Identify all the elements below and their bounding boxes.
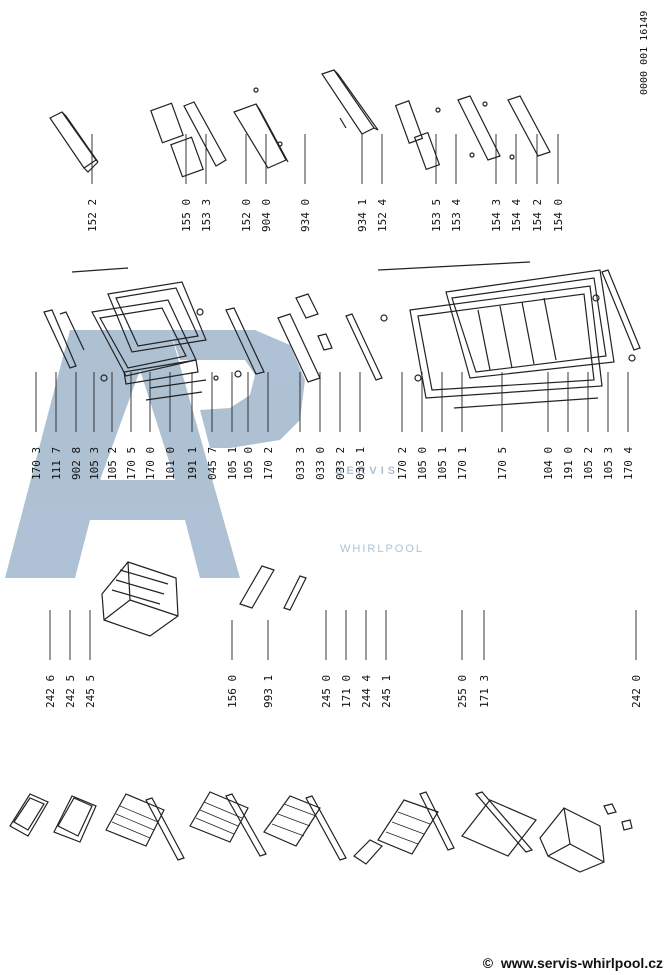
part-number-label: 154 4 — [510, 199, 523, 232]
part-number-label: 156 0 — [226, 675, 239, 708]
part-number-label: 934 0 — [299, 199, 312, 232]
part-number-label: 171 3 — [478, 675, 491, 708]
part-number-label: 242 6 — [44, 675, 57, 708]
part-number-label: 033 3 — [294, 447, 307, 480]
part-number-labels: 152 2 155 0 153 3 152 0 904 0 934 0 934 1 152 4… — [30, 199, 643, 708]
part-number-label: 153 3 — [200, 199, 213, 232]
part-number-label: 153 5 — [430, 199, 443, 232]
part-number-label: 191 1 — [186, 447, 199, 480]
part-number-label: 111 7 — [50, 447, 63, 480]
part-number-label: 033 1 — [354, 447, 367, 480]
part-number-label: 105 3 — [88, 447, 101, 480]
watermark-logo — [5, 330, 305, 578]
part-number-label: 155 0 — [180, 199, 193, 232]
part-number-label: 152 4 — [376, 199, 389, 232]
part-number-label: 191 0 — [562, 447, 575, 480]
part-number-label: 170 4 — [622, 447, 635, 480]
part-number-label: 105 2 — [582, 447, 595, 480]
part-number-label: 993 1 — [262, 675, 275, 708]
part-number-label: 101 0 — [164, 447, 177, 480]
part-number-label: 105 0 — [416, 447, 429, 480]
part-number-label: 152 2 — [86, 199, 99, 232]
part-number-label: 244 4 — [360, 675, 373, 708]
document-code: 0000 001 16149 — [639, 11, 650, 95]
part-number-label: 245 1 — [380, 675, 393, 708]
part-number-label: 170 0 — [144, 447, 157, 480]
part-number-label: 105 1 — [436, 447, 449, 480]
part-number-label: 245 0 — [320, 675, 333, 708]
part-drawings-freezer-door — [43, 267, 265, 401]
part-number-label: 902 8 — [70, 447, 83, 480]
part-number-label: 154 2 — [531, 199, 544, 232]
part-drawings-fridge-door — [277, 261, 641, 409]
part-number-label: 104 0 — [542, 447, 555, 480]
part-number-label: 170 3 — [30, 447, 43, 480]
part-number-label: 154 0 — [552, 199, 565, 232]
part-number-label: 170 2 — [262, 447, 275, 480]
copyright-mark: © — [482, 955, 494, 971]
part-number-label: 045 7 — [206, 447, 219, 480]
part-number-label: 033 2 — [334, 447, 347, 480]
watermark: SERVIS WHIRLPOOL — [5, 330, 424, 578]
part-number-label: 255 0 — [456, 675, 469, 708]
part-number-label: 105 2 — [106, 447, 119, 480]
part-number-label: 105 1 — [226, 447, 239, 480]
part-number-label: 171 0 — [340, 675, 353, 708]
part-number-label: 152 0 — [240, 199, 253, 232]
watermark-line2: WHIRLPOOL — [340, 543, 424, 555]
part-number-label: 904 0 — [260, 199, 273, 232]
footer-url[interactable]: www.servis-whirlpool.cz — [500, 955, 663, 971]
part-number-label: 242 5 — [64, 675, 77, 708]
part-number-label: 170 5 — [125, 447, 138, 480]
part-number-label: 245 5 — [84, 675, 97, 708]
part-drawings-bottom — [9, 791, 633, 873]
part-number-label: 934 1 — [356, 199, 369, 232]
watermark-line1: SERVIS — [335, 465, 399, 477]
leader-lines — [35, 134, 637, 660]
part-number-label: 170 1 — [456, 447, 469, 480]
part-number-label: 242 0 — [630, 675, 643, 708]
part-drawings-lower-mid — [101, 561, 307, 637]
part-drawings-top — [49, 69, 551, 178]
part-number-label: 153 4 — [450, 199, 463, 232]
part-number-label: 170 5 — [496, 447, 509, 480]
part-number-label: 170 2 — [396, 447, 409, 480]
part-number-label: 105 3 — [602, 447, 615, 480]
part-number-label: 154 3 — [490, 199, 503, 232]
part-number-label: 105 0 — [242, 447, 255, 480]
footer: © www.servis-whirlpool.cz — [0, 955, 671, 971]
part-number-label: 033 0 — [314, 447, 327, 480]
